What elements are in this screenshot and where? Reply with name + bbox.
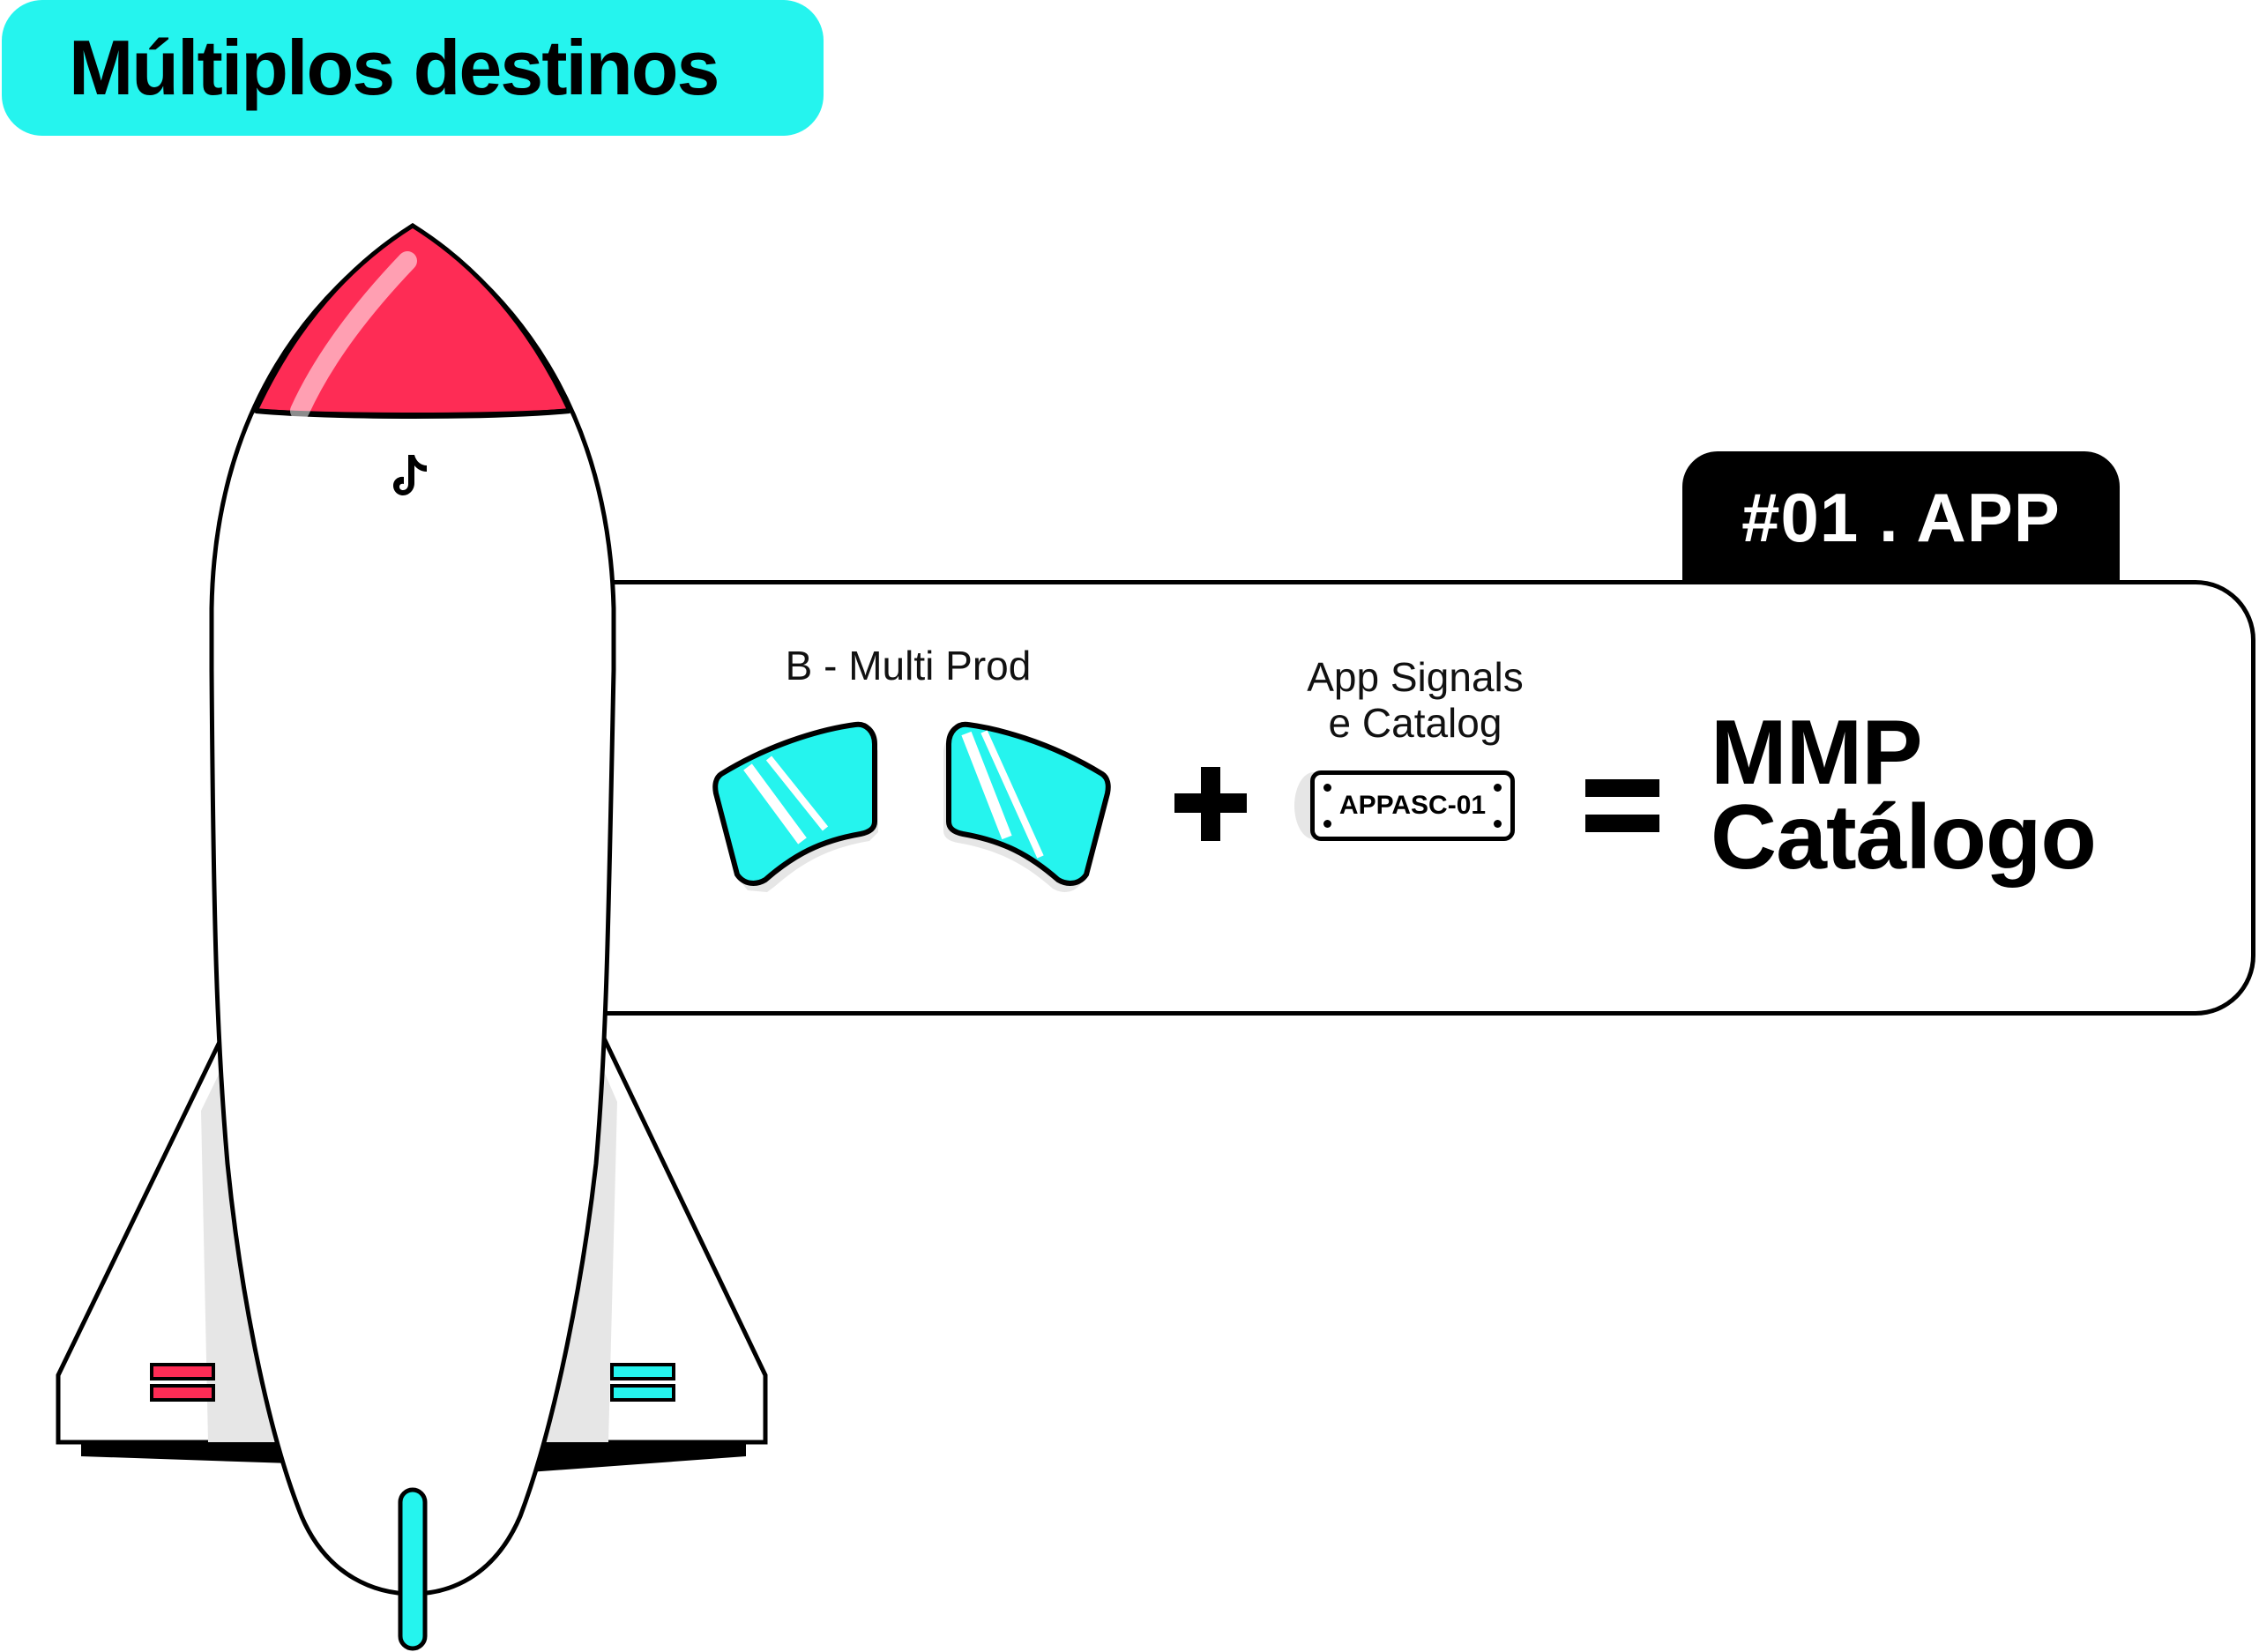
right-fin-stripe-top [610,1363,675,1380]
tiktok-logo-icon [393,455,427,495]
signals-label: App Signals e Catalog [1270,654,1561,746]
product-label: B - Multi Prod [785,643,1032,688]
rocket-body [209,223,616,1596]
left-fin-stripe-bottom [150,1384,215,1402]
card-tab-label: #01 . APP [1741,478,2061,556]
page-title: Múltiplos destinos [69,24,719,111]
title-badge: Múltiplos destinos [2,0,824,136]
result-text: MMP Catálogo [1711,702,2097,889]
rocket-exhaust [398,1487,428,1651]
right-fin-base-shadow [529,1439,746,1472]
license-plate: APPASC-01 [1310,770,1515,841]
result-line2: Catálogo [1711,786,2097,889]
nose-highlight [290,251,417,420]
left-fin-stripe-top [150,1363,215,1380]
result-line1: MMP [1711,702,1923,804]
window-icon [943,721,1111,892]
signals-label-line1: App Signals [1307,654,1524,700]
right-fin-stripe-bottom [610,1384,675,1402]
equals-icon [1585,779,1659,832]
plate-code: APPASC-01 [1338,791,1487,820]
plus-icon [1174,767,1247,841]
signals-label-line2: e Catalog [1328,700,1502,746]
left-fin-base-shadow [81,1439,291,1463]
card-tab: #01 . APP [1682,451,2120,584]
window-icon [712,721,878,892]
